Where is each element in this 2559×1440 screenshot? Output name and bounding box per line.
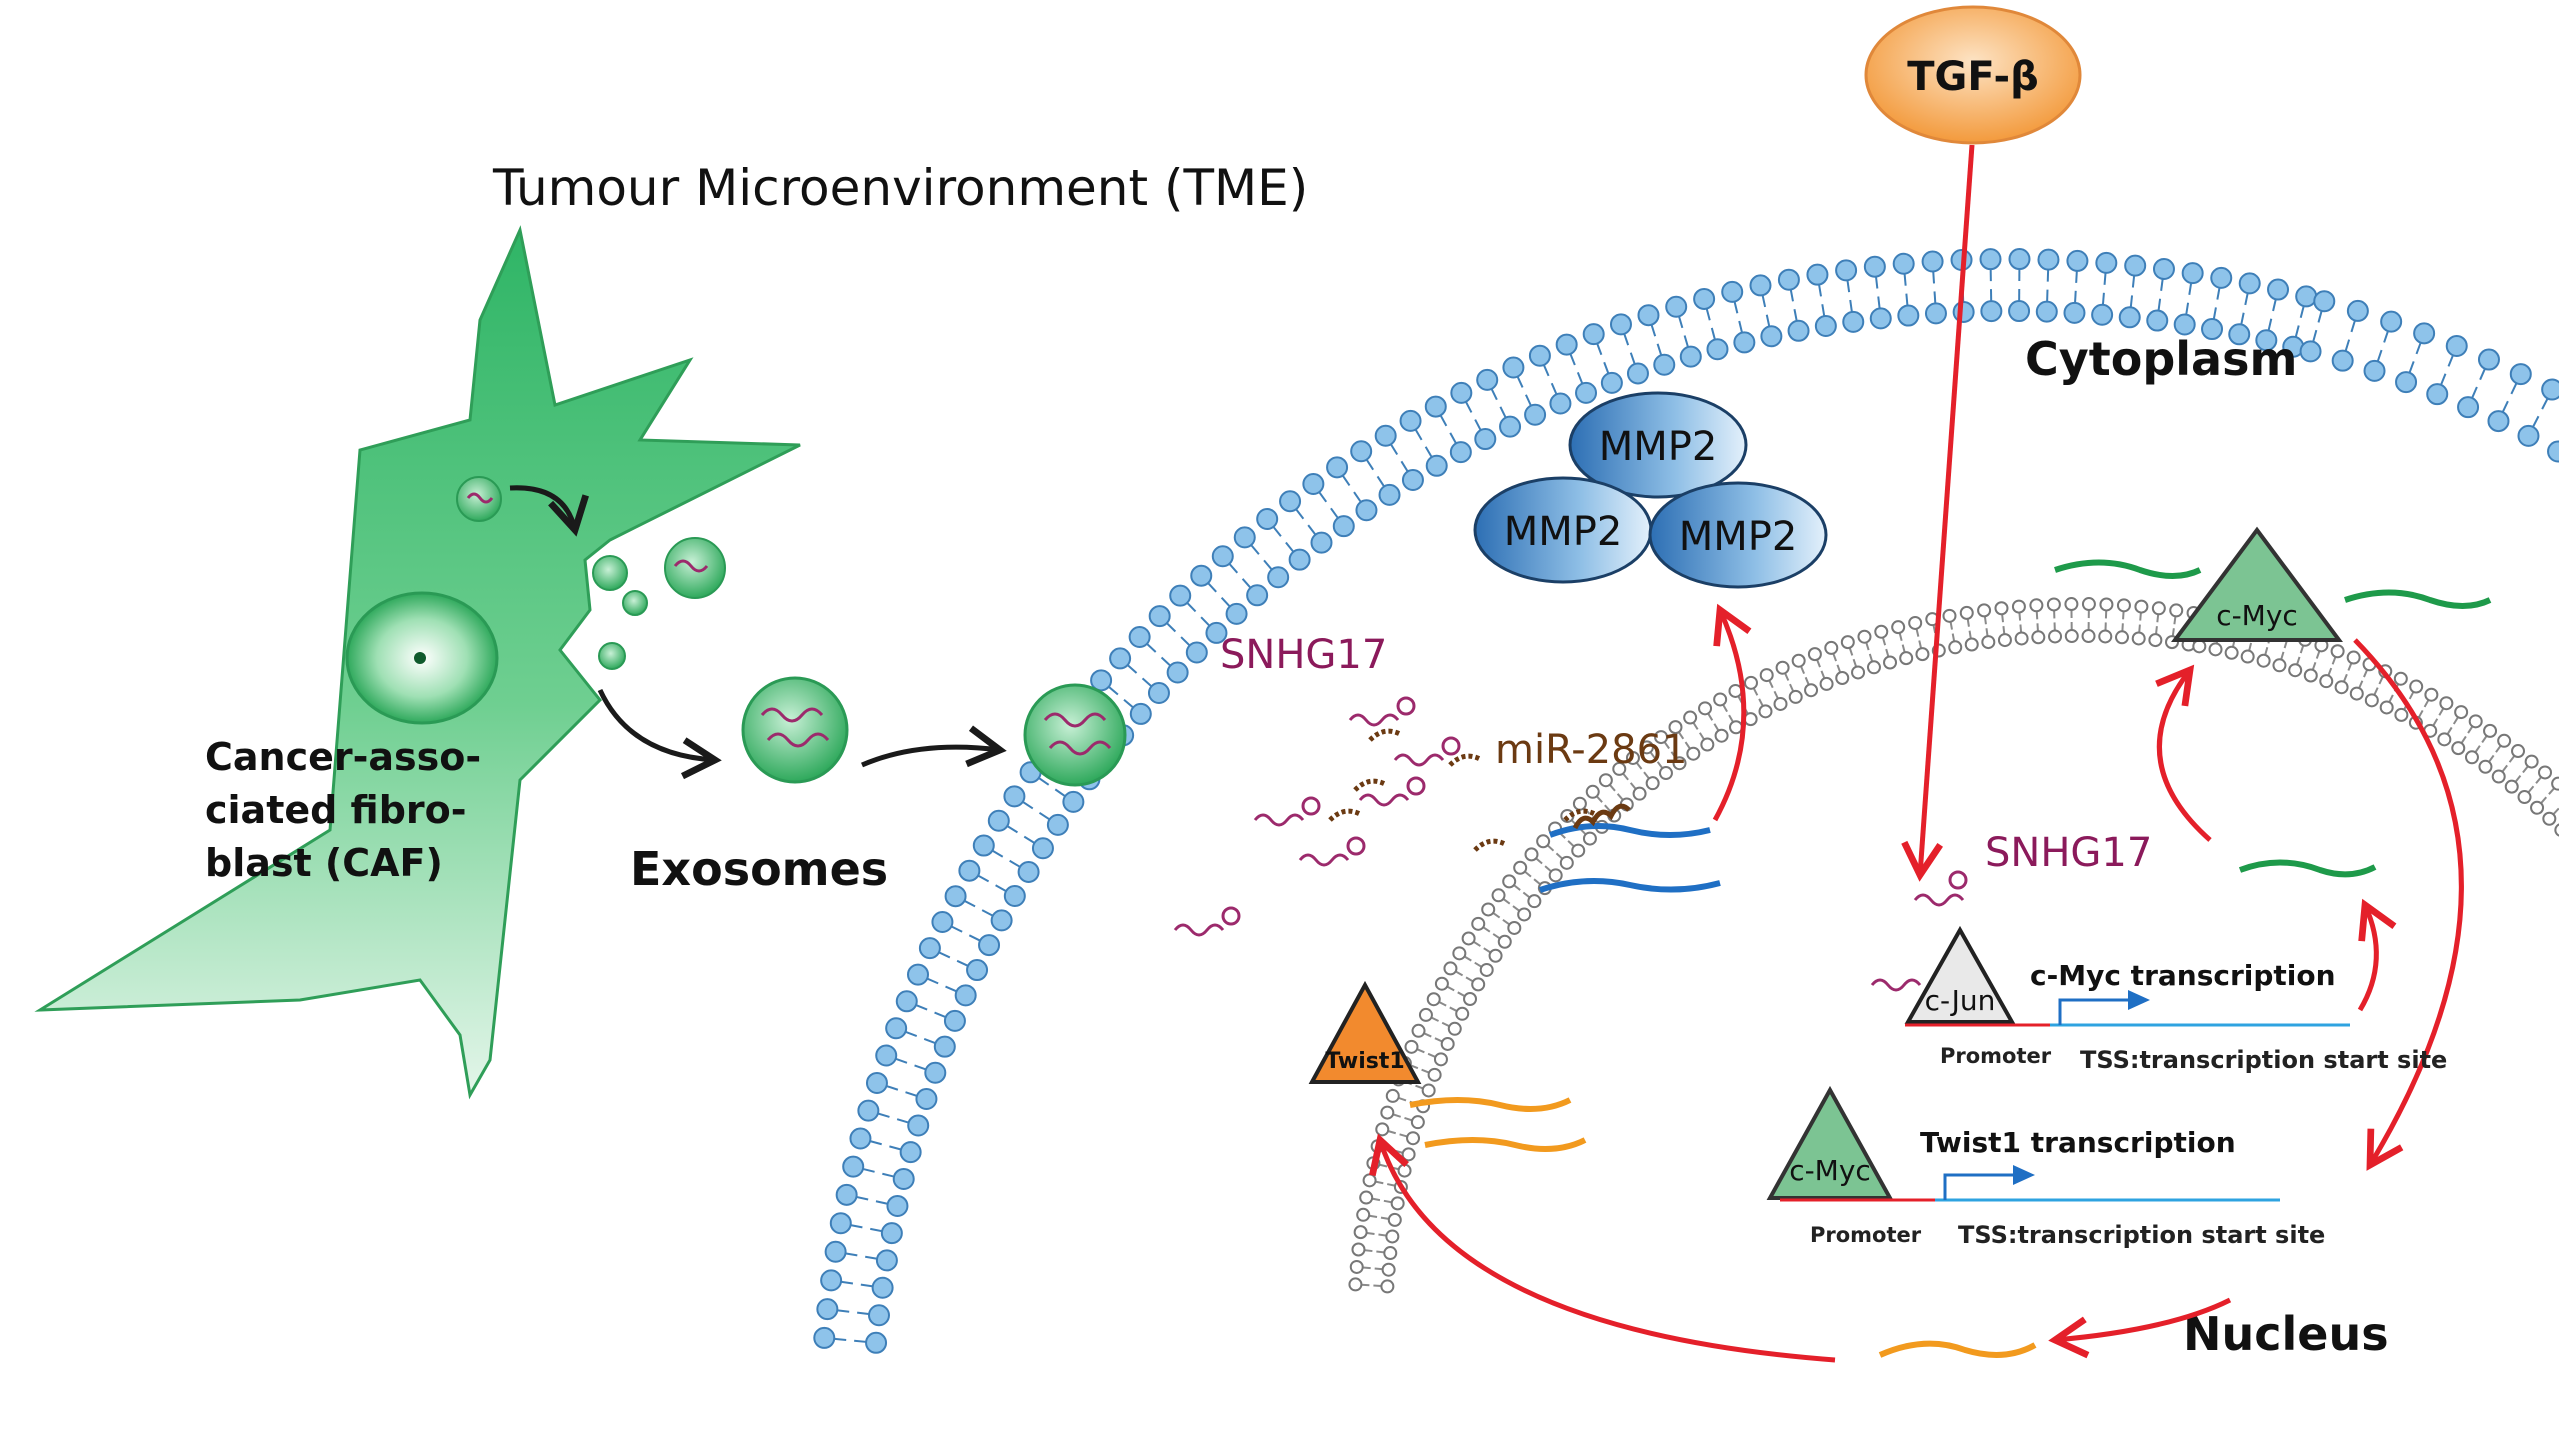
- twist1-transcription-label: Twist1 transcription: [1920, 1126, 2236, 1159]
- caf-label-line1: Cancer-asso-: [205, 735, 481, 779]
- cjun-bound-rna: [1870, 978, 1922, 992]
- promoter-label-2: Promoter: [1810, 1223, 1922, 1247]
- snhg17-nuclear-rna: [1913, 870, 1968, 907]
- cmyc-factor-label: c-Myc: [1789, 1154, 1871, 1187]
- cytoplasm-label: Cytoplasm: [2025, 332, 2297, 386]
- mirna-binding: [1572, 803, 1631, 830]
- tss-label-2: TSS:transcription start site: [1958, 1221, 2325, 1249]
- twist1-protein: Twist1: [1308, 980, 1422, 1084]
- cmyc-gene: [1905, 990, 2350, 1027]
- promoter-label-1: Promoter: [1940, 1044, 2052, 1068]
- twist1-translation-arrow: [1369, 1133, 1836, 1363]
- exosome-formation-arrow: [597, 688, 722, 780]
- caf-label-line2: ciated fibro-: [205, 788, 467, 832]
- snhg17-rnas: [1173, 696, 1461, 937]
- cmyc-protein: c-Myc: [2171, 526, 2343, 642]
- twist1-gene: [1780, 1165, 2280, 1202]
- cmyc-export-arrow: [2357, 898, 2397, 1012]
- snhg17-nucleus-label: SNHG17: [1985, 830, 2152, 876]
- twist1-mrna-nucleus: [1878, 1340, 2037, 1358]
- caf-nucleolus: [414, 652, 426, 664]
- mir-2861-molecules: [1328, 728, 1597, 852]
- cmyc-mrna-nuclear: [2238, 859, 2377, 878]
- cmyc-import-arrow: [2353, 638, 2464, 1171]
- caf-cell: Cancer-asso- ciated fibro- blast (CAF): [34, 225, 801, 1100]
- twist1-label: Twist1: [1325, 1049, 1404, 1074]
- diagram-title: Tumour Microenvironment (TME): [492, 159, 1308, 217]
- tgf-beta-label: TGF-β: [1907, 54, 2038, 100]
- twist1-export-arrow: [2048, 1297, 2232, 1359]
- exosome: [741, 676, 849, 784]
- nucleus-label: Nucleus: [2183, 1307, 2389, 1361]
- cmyc-translation-arrow: [2155, 664, 2212, 842]
- mmp2-cluster: MMP2 MMP2 MMP2: [1473, 391, 1828, 589]
- mmp2-label-left: MMP2: [1504, 509, 1623, 555]
- mir-2861-label: miR-2861: [1495, 727, 1687, 773]
- tss-label-1: TSS:transcription start site: [2080, 1046, 2447, 1074]
- cmyc-protein-label: c-Myc: [2216, 599, 2298, 632]
- cmyc-transcription-label: c-Myc transcription: [2030, 959, 2336, 992]
- mmp2-mrna: [1539, 823, 1721, 893]
- cmyc-factor: c-Myc: [1766, 1085, 1894, 1200]
- cjun-label: c-Jun: [1925, 984, 1996, 1017]
- tgf-beta: TGF-β: [1864, 5, 2082, 145]
- twist1-mrna-cytoplasm: [1409, 1097, 1587, 1152]
- exosomes-label: Exosomes: [630, 842, 888, 896]
- intracellular-vesicle: [456, 476, 502, 522]
- caf-label-line3: blast (CAF): [205, 841, 443, 885]
- mmp2-label-right: MMP2: [1679, 514, 1798, 560]
- cjun-factor: c-Jun: [1904, 925, 2016, 1024]
- released-vesicles: [592, 537, 726, 670]
- vesicle-release-arrow: [509, 485, 589, 537]
- snhg17-cytoplasm-label: SNHG17: [1220, 632, 1387, 678]
- cmyc-mrna-cytoplasm: [2054, 559, 2492, 609]
- exosome-uptake-arrow: [861, 725, 1007, 768]
- membrane-exosome: [1023, 683, 1127, 787]
- mmp2-translation-arrow: [1712, 603, 1752, 822]
- tgf-signal-arrow: [1901, 144, 1975, 882]
- mmp2-label-top: MMP2: [1599, 424, 1718, 470]
